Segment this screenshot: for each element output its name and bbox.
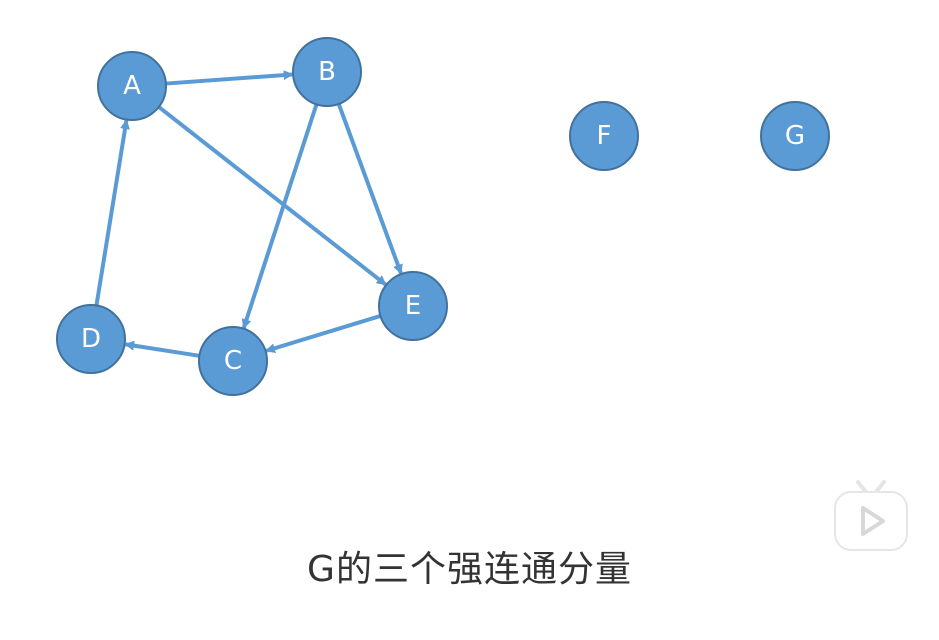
node-circle — [56, 304, 126, 374]
node-a: A — [97, 51, 167, 121]
node-label: C — [224, 346, 242, 376]
node-label: B — [318, 57, 336, 87]
node-label: A — [123, 71, 141, 101]
node-e: E — [378, 271, 448, 341]
node-circle — [292, 37, 362, 107]
node-circle — [569, 101, 639, 171]
node-g: G — [760, 101, 830, 171]
edges — [94, 70, 403, 358]
node-b: B — [292, 37, 362, 107]
edge-a-e — [157, 105, 387, 286]
node-label: E — [405, 291, 421, 321]
edge-c-d — [124, 340, 200, 358]
nodes: A B C D E F G — [56, 37, 830, 396]
play-icon[interactable] — [832, 478, 910, 552]
edge-b-c — [241, 103, 319, 330]
edge-b-e — [336, 103, 403, 275]
edge-d-a — [94, 119, 130, 306]
node-label: F — [597, 121, 612, 151]
node-circle — [760, 101, 830, 171]
node-circle — [198, 326, 268, 396]
node-label: D — [81, 324, 101, 354]
node-label: G — [785, 121, 805, 151]
node-circle — [378, 271, 448, 341]
caption: G的三个强连通分量 — [307, 549, 632, 590]
edge-a-b — [165, 70, 294, 86]
node-c: C — [198, 326, 268, 396]
node-circle — [97, 51, 167, 121]
edge-e-c — [265, 314, 382, 354]
node-f: F — [569, 101, 639, 171]
node-d: D — [56, 304, 126, 374]
